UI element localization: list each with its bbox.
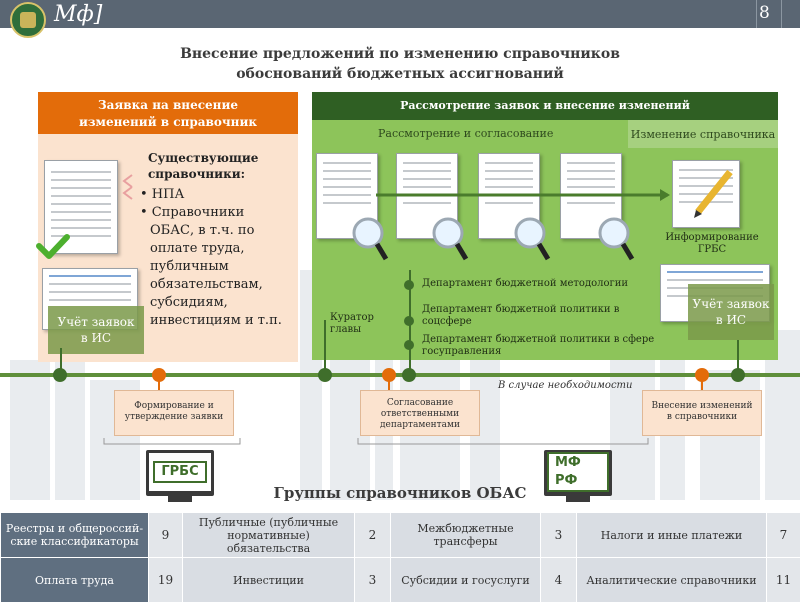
group-count: 9	[149, 513, 183, 558]
monitor-stand	[168, 496, 192, 502]
group-label: Оплата труда	[1, 558, 149, 603]
existing-handbooks-title: Существующие справочники:	[148, 150, 258, 182]
if-needed-note: В случае необходимости	[498, 380, 632, 392]
stage1-line1: Формирование и	[115, 401, 233, 412]
table-row: Реестры и общероссий-ские классификаторы…	[1, 513, 800, 558]
list-item: инвестициям и т.п.	[140, 312, 282, 330]
department-item: Департамент бюджетной политики в	[422, 304, 619, 316]
group-count: 4	[541, 558, 577, 603]
group-count: 2	[355, 513, 391, 558]
pencil-icon	[690, 168, 736, 220]
table-row: Оплата труда 19 Инвестиции 3 Субсидии и …	[1, 558, 800, 603]
curator-line2: главы	[330, 324, 374, 336]
checkmark-icon	[36, 234, 70, 260]
stage2-line1: Согласование	[361, 398, 479, 409]
magnifier-icon	[430, 215, 470, 265]
list-item: • Справочники	[140, 204, 282, 222]
department-item: соцсфере	[422, 316, 472, 328]
department-node	[404, 280, 414, 290]
stage1-line2: утверждение заявки	[115, 412, 233, 423]
uchet-label-left: Учёт заявок в ИС	[48, 306, 144, 354]
groups-title: Группы справочников ОБАС	[230, 484, 570, 502]
department-node	[404, 316, 414, 326]
magnifier-icon	[350, 215, 390, 265]
group-count: 3	[541, 513, 577, 558]
existing-handbooks-list: • НПА • Справочники ОБАС, в т.ч. по опла…	[140, 186, 282, 330]
inform-line1: Информирование	[660, 232, 764, 244]
group-count: 11	[767, 558, 800, 603]
timeline-node	[402, 368, 416, 382]
grbs-label: ГРБС	[153, 461, 206, 483]
list-item: оплате труда,	[140, 240, 282, 258]
uchet-line2: в ИС	[48, 330, 144, 346]
department-item: госуправления	[422, 346, 501, 358]
stage2-line3: департаментами	[361, 420, 479, 431]
slide-title-line1: Внесение предложений по изменению справо…	[160, 44, 640, 64]
department-node	[404, 340, 414, 350]
uchet-line1: Учёт заявок	[48, 314, 144, 330]
brand-logo-text: Мф]	[54, 2, 102, 27]
arrow-left-icons	[118, 172, 138, 202]
page-number: 8	[759, 3, 770, 23]
slide-title: Внесение предложений по изменению справо…	[160, 44, 640, 84]
groups-table: Реестры и общероссий-ские классификаторы…	[0, 512, 800, 603]
request-heading-line1: Заявка на внесение	[38, 97, 298, 114]
timeline-node	[53, 368, 67, 382]
list-item: субсидиям,	[140, 294, 282, 312]
curator-label: Куратор главы	[330, 312, 374, 336]
group-label: Публичные (публичные нормативные) обязат…	[183, 513, 355, 558]
list-item: публичным	[140, 258, 282, 276]
ministry-emblem-icon	[10, 2, 46, 38]
group-label: Реестры и общероссий-ские классификаторы	[1, 513, 149, 558]
group-label: Субсидии и госуслуги	[391, 558, 541, 603]
list-item: ОБАС, в т.ч. по	[140, 222, 282, 240]
request-heading-line2: изменений в справочник	[38, 114, 298, 131]
list-item: • НПА	[140, 186, 282, 204]
group-label: Межбюджетные трансферы	[391, 513, 541, 558]
stage-box-changes: Внесение изменений в справочники	[642, 390, 762, 436]
stage2-line2: ответственными	[361, 409, 479, 420]
inform-line2: ГРБС	[660, 244, 764, 256]
magnifier-icon	[596, 215, 636, 265]
review-subheading: Рассмотрение и согласование	[312, 120, 628, 148]
review-panel-heading: Рассмотрение заявок и внесение изменений	[312, 92, 778, 120]
list-item: обязательствам,	[140, 276, 282, 294]
stage3-line2: в справочники	[643, 412, 761, 423]
department-item: Департамент бюджетной методологии	[422, 278, 628, 290]
group-label: Налоги и иные платежи	[577, 513, 767, 558]
group-count: 3	[355, 558, 391, 603]
uchet-label-right: Учёт заявок в ИС	[688, 284, 774, 340]
request-panel-heading: Заявка на внесение изменений в справочни…	[38, 92, 298, 134]
curator-line1: Куратор	[330, 312, 374, 324]
uchet-line2: в ИС	[688, 312, 774, 328]
uchet-line1: Учёт заявок	[688, 296, 774, 312]
timeline-node	[318, 368, 332, 382]
group-count: 19	[149, 558, 183, 603]
magnifier-icon	[512, 215, 552, 265]
inform-grbs-label: Информирование ГРБС	[660, 232, 764, 256]
stage-box-formation: Формирование и утверждение заявки	[114, 390, 234, 436]
grbs-monitor-icon: ГРБС	[146, 450, 214, 496]
group-label: Инвестиции	[183, 558, 355, 603]
timeline-line	[0, 373, 800, 377]
existing-title-line2: справочники:	[148, 166, 258, 182]
stage3-line1: Внесение изменений	[643, 401, 761, 412]
slide-title-line2: обоснований бюджетных ассигнований	[160, 64, 640, 84]
department-item: Департамент бюджетной политики в сфере	[422, 334, 654, 346]
stage-box-approval: Согласование ответственными департамента…	[360, 390, 480, 436]
existing-title-line1: Существующие	[148, 150, 258, 166]
timeline-node	[731, 368, 745, 382]
group-count: 7	[767, 513, 800, 558]
flow-arrow	[312, 185, 672, 205]
change-subheading: Изменение справочника	[628, 120, 778, 148]
group-label: Аналитические справочники	[577, 558, 767, 603]
top-bar	[0, 0, 800, 28]
